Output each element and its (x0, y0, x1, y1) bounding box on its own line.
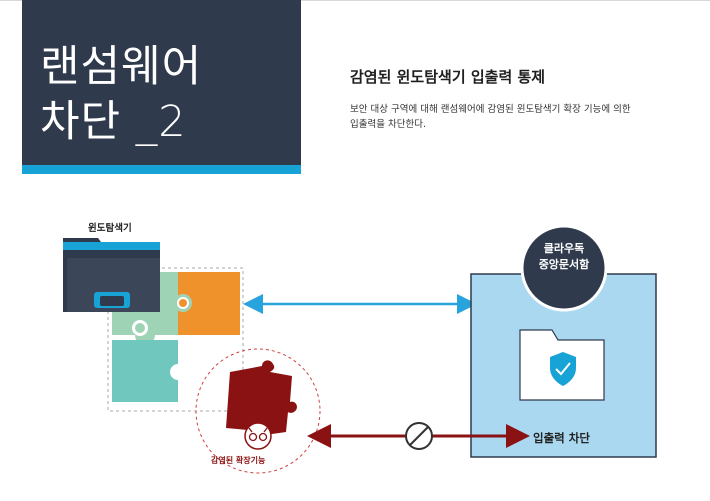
page-title-line2: 차단 _2 (40, 97, 187, 147)
explorer-label: 윈도탐색기 (88, 223, 132, 234)
cloud-document-label: 클라우독 중앙문서함 (519, 241, 609, 273)
folder-icon (63, 238, 160, 312)
title-banner-accent (22, 165, 301, 174)
section-description-line2: 입출력을 차단한다. (350, 119, 426, 130)
page-title-line1: 랜섬웨어 (40, 42, 203, 92)
page-title: 랜섬웨어 차단 _2 (40, 40, 202, 150)
infected-extension-label: 감염된 확장기능 (211, 456, 266, 465)
block-icon (405, 422, 433, 450)
cloud-document-label-line1: 클라우독 (543, 242, 585, 255)
cloud-document-badge (520, 224, 608, 312)
secure-folder-icon (519, 329, 605, 401)
top-divider (0, 0, 710, 1)
io-block-label: 입출력 차단 (533, 431, 590, 445)
section-description-line1: 보안 대상 구역에 대해 랜섬웨어에 감염된 윈도탐색기 확장 기능에 의한 (350, 104, 631, 115)
cloud-document-label-line2: 중앙문서함 (538, 258, 590, 271)
puzzle-dashed-frame (107, 267, 244, 412)
devil-virus-icon (244, 422, 272, 450)
infected-extension-zone (195, 348, 321, 474)
infected-puzzle-icon (226, 360, 297, 442)
title-banner (22, 0, 301, 165)
section-title: 감염된 윈도탐색기 입출력 통제 (350, 68, 546, 86)
section-description: 보안 대상 구역에 대해 랜섬웨어에 감염된 윈도탐색기 확장 기능에 의한 입… (350, 102, 680, 132)
